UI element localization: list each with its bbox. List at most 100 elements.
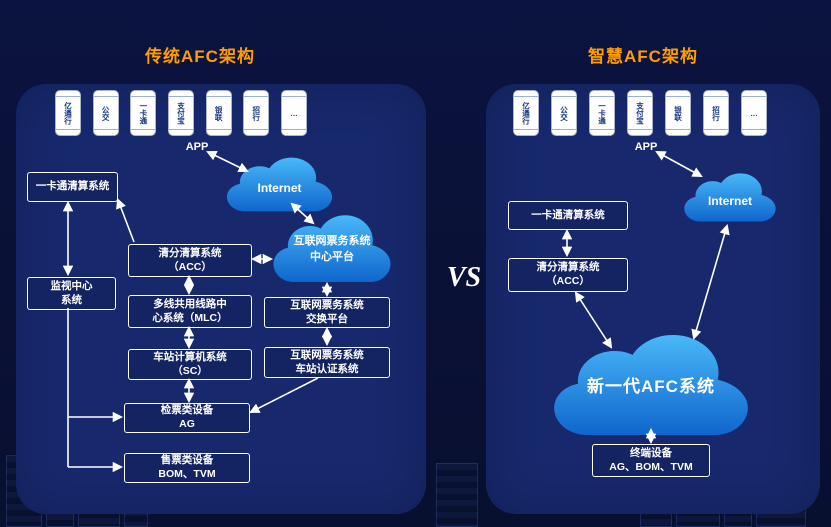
box-line: 售票类设备 (160, 454, 214, 467)
phone-speaker (168, 91, 193, 97)
box-line: 互联网票务系统 (290, 348, 364, 361)
phone-home-button (628, 129, 652, 135)
phone-label: 银联 (214, 105, 224, 121)
box-ticket-devices-bom-tvm: 售票类设备 BOM、TVM (124, 453, 250, 483)
phone-label: 一卡通 (138, 101, 148, 125)
phone-home-button (281, 129, 306, 135)
internet-cloud-label: Internet (222, 155, 337, 213)
phone-label: 公交 (101, 105, 111, 121)
phone-icon-yikatong: 一卡通 (131, 91, 156, 135)
box-line: 清分清算系统 (536, 261, 600, 274)
phone-icon-yinlian: 银联 (666, 91, 690, 135)
phone-icon-zhifubao: 支付宝 (628, 91, 652, 135)
phone-label: … (749, 108, 759, 118)
afc-cloud-text: 新一代AFC系统 (587, 376, 715, 396)
phone-home-button (666, 129, 690, 135)
box-line: 终端设备 (630, 446, 672, 459)
phone-speaker (552, 91, 576, 97)
box-monitor-center: 监视中心 系统 (27, 277, 116, 310)
box-line: AG、BOM、TVM (609, 460, 693, 473)
phone-label: 招行 (711, 105, 721, 121)
box-line: 系统 (61, 293, 82, 306)
afc-cloud-label: 新一代AFC系统 (545, 330, 757, 438)
phone-icon-gongjiao: 公交 (93, 91, 118, 135)
phone-home-button (93, 129, 118, 135)
phone-speaker (590, 91, 614, 97)
box-line: 一卡通清算系统 (35, 180, 110, 193)
box-line: 一卡通清算系统 (531, 208, 605, 221)
box-line: 车站认证系统 (295, 362, 359, 375)
phone-speaker (93, 91, 118, 97)
internet-ticketing-center-cloud: 互联网票务系统 中心平台 (268, 212, 396, 284)
box-yikatong-clearing: 一卡通清算系统 (27, 172, 118, 202)
phone-icon-more: … (281, 91, 306, 135)
phone-label: 支付宝 (176, 101, 186, 125)
box-line: 车站计算机系统 (153, 350, 227, 363)
phone-label: 一卡通 (597, 101, 607, 125)
phone-home-button (168, 129, 193, 135)
box-gate-devices-ag: 检票类设备 AG (124, 403, 250, 433)
box-line: 监视中心 (50, 279, 93, 292)
box-terminal-devices: 终端设备 AG、BOM、TVM (592, 444, 710, 477)
phone-home-button (244, 129, 269, 135)
phone-speaker (514, 91, 538, 97)
phone-home-button (206, 129, 231, 135)
box-line: 交换平台 (306, 312, 348, 325)
phone-home-button (514, 129, 538, 135)
right-app-label: APP (634, 141, 658, 153)
left-app-label: APP (185, 141, 209, 153)
phone-icon-yikatong: 一卡通 (590, 91, 614, 135)
phone-speaker (56, 91, 80, 97)
phone-icon-zhifubao: 支付宝 (168, 91, 193, 135)
phone-home-button (131, 129, 156, 135)
phone-home-button (552, 129, 576, 135)
traditional-afc-title: 传统AFC架构 (145, 47, 255, 66)
box-line: AG (179, 418, 195, 430)
phone-speaker (206, 91, 231, 97)
phone-home-button (590, 129, 614, 135)
phone-label: 公交 (559, 105, 569, 121)
phone-speaker (742, 91, 766, 97)
center-cloud-label: 互联网票务系统 中心平台 (268, 212, 396, 284)
left-internet-cloud: Internet (222, 155, 337, 213)
phone-icon-more: … (742, 91, 766, 135)
box-exchange-platform: 互联网票务系统 交换平台 (264, 297, 390, 328)
vs-label: VS (446, 262, 482, 293)
center-cloud-line2: 中心平台 (310, 251, 354, 263)
left-payment-apps-row: 亿通行 公交 一卡通 支付宝 银联 招行 … (56, 91, 306, 135)
phone-label: 亿通行 (521, 101, 531, 125)
phone-home-button (56, 129, 80, 135)
phone-icon-yitongxing: 亿通行 (514, 91, 538, 135)
box-line: 检票类设备 (160, 404, 214, 417)
phone-label: 亿通行 (63, 101, 73, 125)
phone-icon-zhaohang: 招行 (244, 91, 269, 135)
new-generation-afc-cloud: 新一代AFC系统 (545, 330, 757, 438)
phone-label: 银联 (673, 105, 683, 121)
phone-label: 支付宝 (635, 101, 645, 125)
box-yikatong-clearing-right: 一卡通清算系统 (508, 201, 628, 230)
box-line: 多线共用线路中 (153, 297, 227, 310)
phone-icon-gongjiao: 公交 (552, 91, 576, 135)
phone-speaker (131, 91, 156, 97)
box-line: （ACC） (168, 260, 212, 273)
phone-icon-yinlian: 银联 (206, 91, 231, 135)
phone-label: … (289, 108, 299, 118)
internet-text: Internet (707, 194, 752, 208)
box-line: BOM、TVM (158, 468, 216, 480)
box-line: 心系统（MLC） (152, 311, 228, 324)
box-line: （SC） (172, 364, 208, 377)
box-mlc: 多线共用线路中 心系统（MLC） (128, 295, 252, 328)
box-line: 清分清算系统 (158, 246, 222, 259)
phone-icon-yitongxing: 亿通行 (56, 91, 80, 135)
phone-speaker (281, 91, 306, 97)
box-sc: 车站计算机系统 （SC） (128, 349, 252, 380)
box-acc-clearing-right: 清分清算系统 （ACC） (508, 258, 628, 292)
center-cloud-line1: 互联网票务系统 (293, 235, 371, 247)
phone-home-button (704, 129, 728, 135)
skyline-building (436, 463, 478, 527)
right-payment-apps-row: 亿通行 公交 一卡通 支付宝 银联 招行 … (514, 91, 766, 135)
smart-afc-title: 智慧AFC架构 (588, 47, 698, 66)
phone-speaker (628, 91, 652, 97)
internet-text: Internet (257, 181, 302, 195)
